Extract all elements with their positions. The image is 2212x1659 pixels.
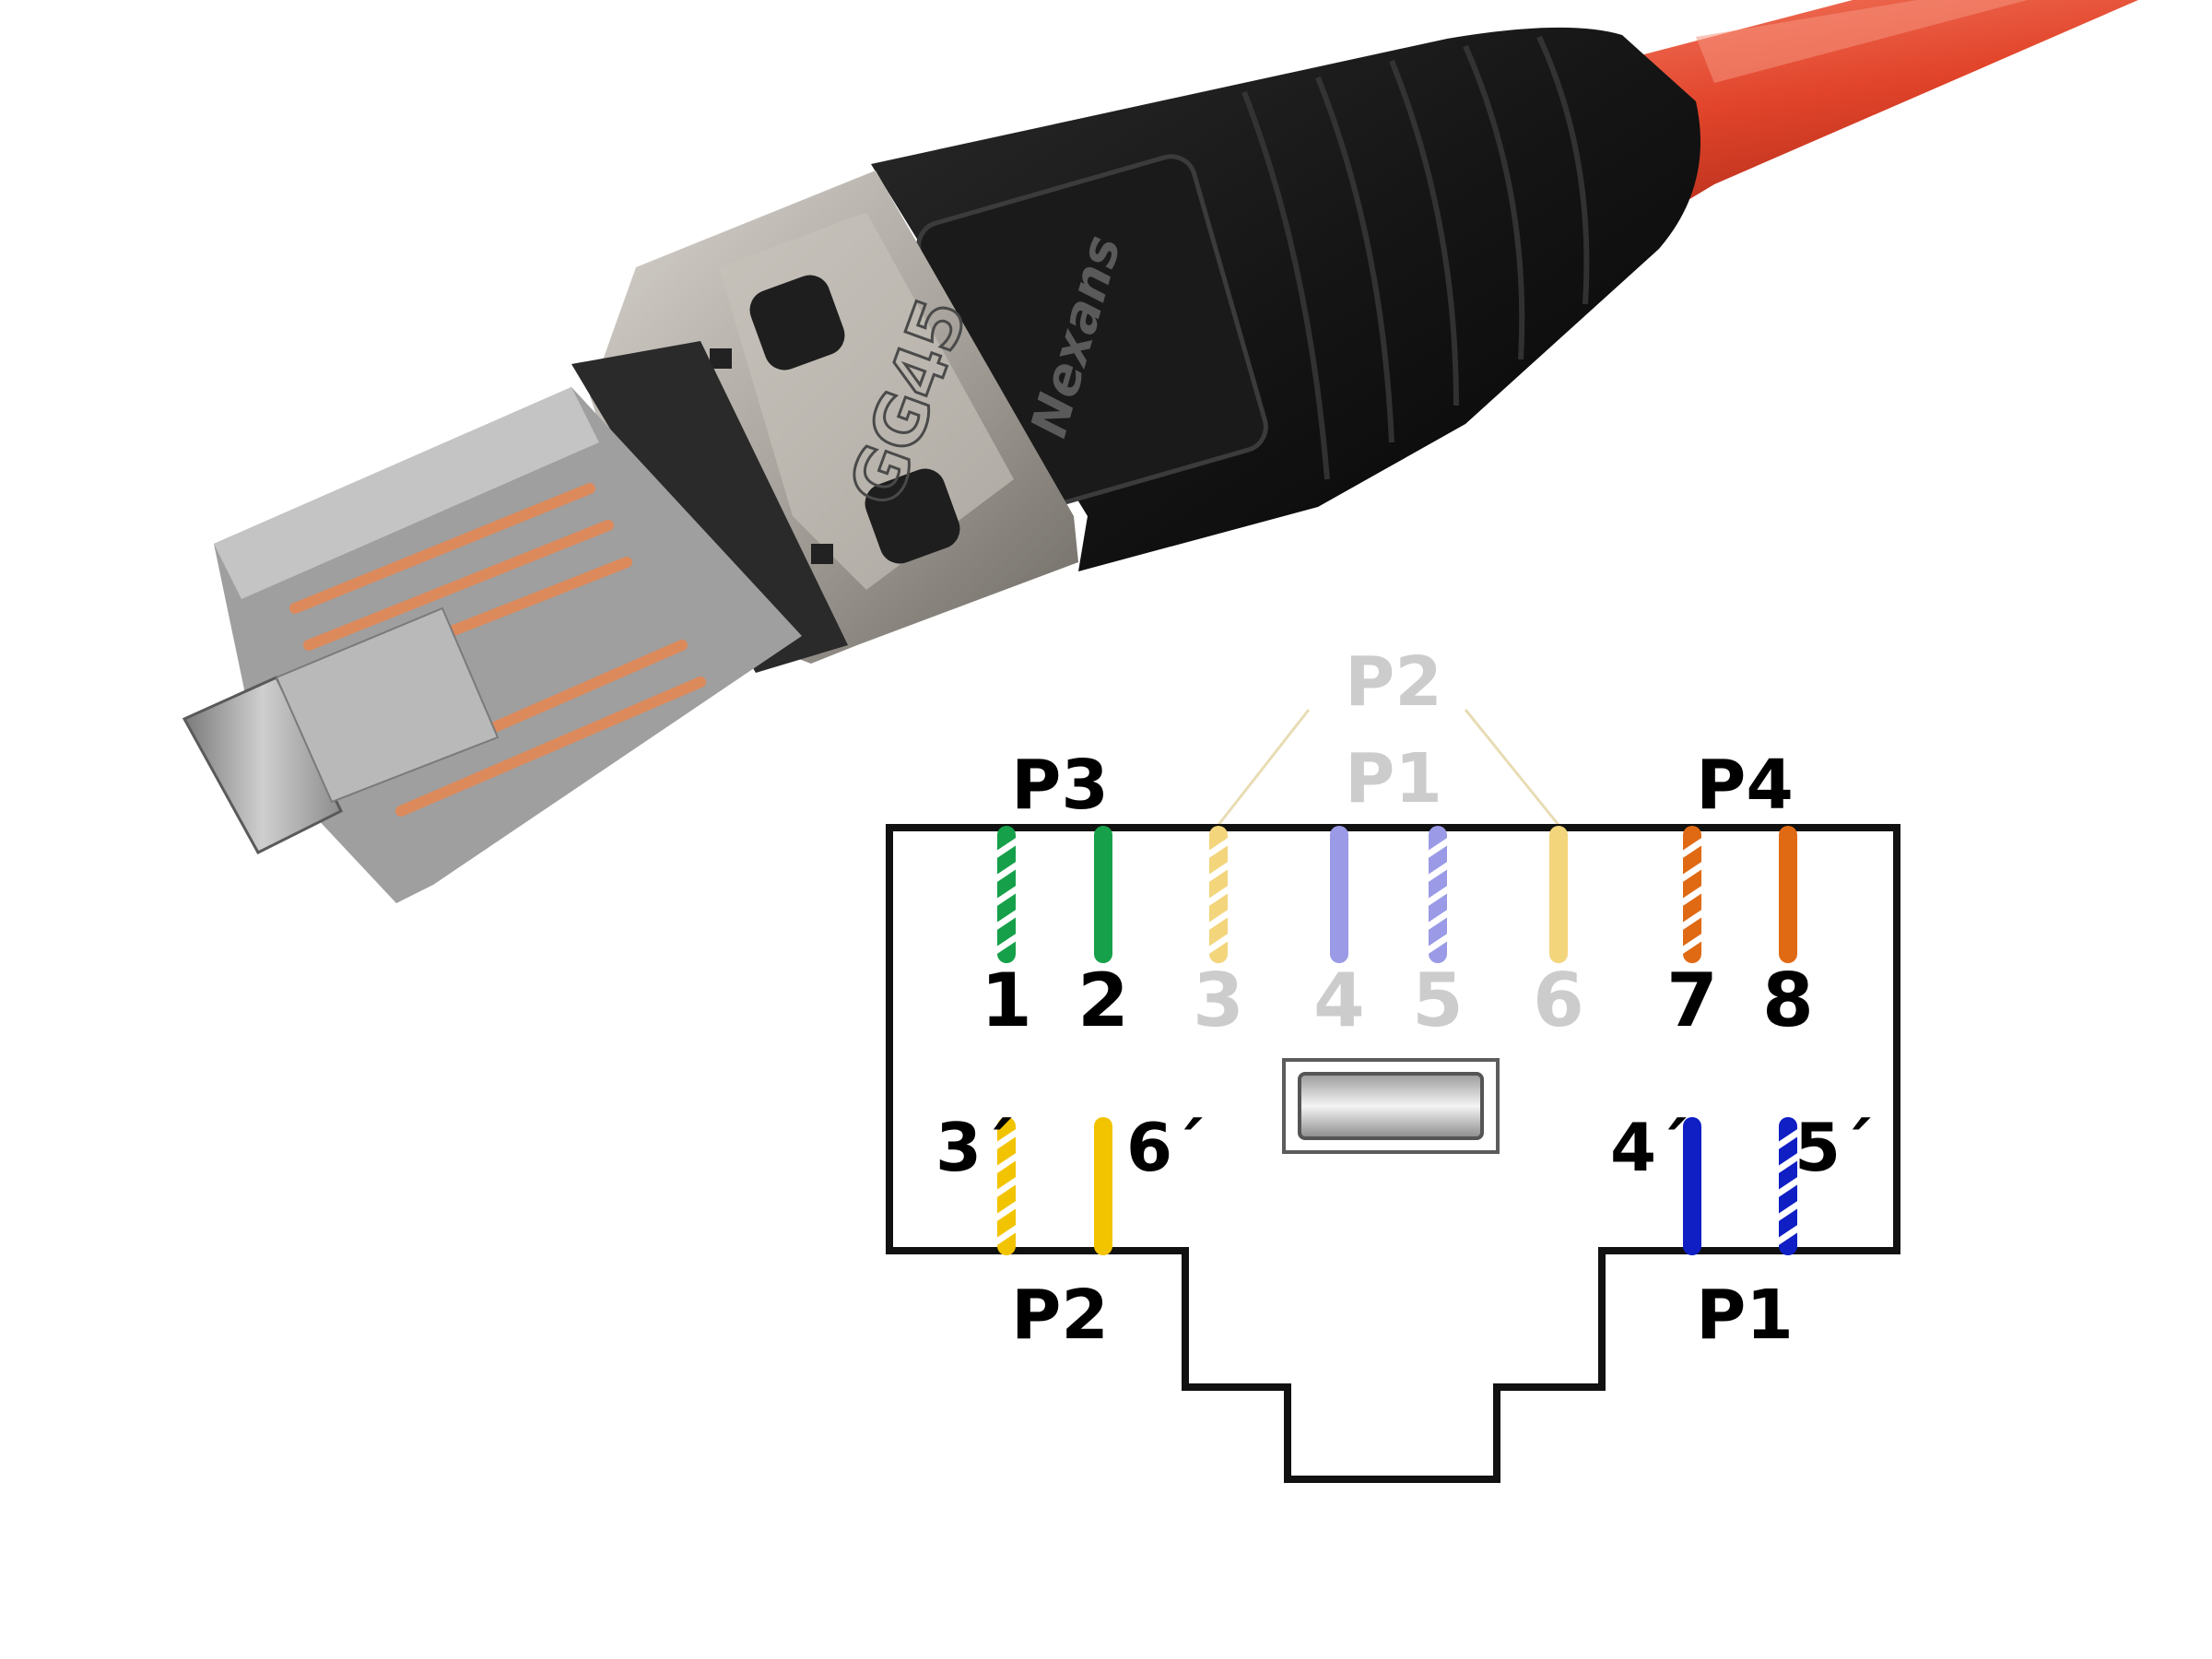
top-pin-label-5: 5	[1412, 958, 1464, 1043]
top-pin-7	[1679, 826, 1705, 963]
top-pin-7-stripe	[1679, 838, 1705, 858]
top-pin-1	[994, 826, 1019, 963]
top-pin-label-1: 1	[981, 958, 1032, 1043]
bottom-pin-1-stripe	[994, 1177, 1019, 1197]
top-pin-label-2: 2	[1077, 958, 1129, 1043]
pair-label-p3: P3	[1011, 746, 1109, 825]
bottom-pin-label-1: 3´	[935, 1109, 1015, 1186]
top-pin-label-4: 4	[1313, 958, 1365, 1043]
shield-notch-lower	[811, 544, 833, 564]
top-pin-7-stripe	[1679, 934, 1705, 954]
top-pin-label-6: 6	[1533, 958, 1584, 1043]
top-pin-3-stripe	[1206, 910, 1231, 930]
key-slot	[1298, 1072, 1484, 1140]
bottom-pin-4	[1775, 1117, 1801, 1255]
bottom-pin-1-stripe	[994, 1225, 1019, 1245]
pair-label-upper-p1: P1	[1345, 739, 1442, 818]
bottom-pin-label-4: 5´	[1794, 1109, 1874, 1186]
bottom-pin-1-stripe	[994, 1153, 1019, 1173]
bottom-pin-label-2: 6´	[1126, 1109, 1206, 1186]
bottom-pin-4-stripe	[1775, 1129, 1801, 1149]
cable-highlight	[1696, 0, 2028, 83]
top-pin-5-stripe	[1425, 886, 1451, 906]
bottom-pin-label-3: 4´	[1610, 1109, 1689, 1186]
top-pin-5-stripe	[1425, 934, 1451, 954]
top-pin-7-stripe	[1679, 862, 1705, 882]
callout-line-1	[1217, 709, 1311, 826]
shield-notch-upper	[710, 348, 732, 369]
top-pin-3-stripe	[1206, 838, 1231, 858]
top-pin-3-stripe	[1206, 886, 1231, 906]
top-pin-1-stripe	[994, 862, 1019, 882]
top-pin-1-stripe	[994, 910, 1019, 930]
plug-insert-top	[214, 387, 599, 599]
top-pin-3	[1206, 826, 1231, 963]
bottom-pin-1	[994, 1117, 1019, 1255]
top-pin-5-stripe	[1425, 862, 1451, 882]
plug-nose	[275, 606, 500, 804]
bottom-pin-1-stripe	[994, 1201, 1019, 1221]
bottom-pin-4-stripe	[1775, 1177, 1801, 1197]
latch-window-upper	[749, 275, 845, 371]
bottom-pin-1-stripe	[994, 1129, 1019, 1149]
top-pin-label-7: 7	[1666, 958, 1718, 1043]
jack-outline	[886, 824, 1900, 1483]
top-pin-3-stripe	[1206, 934, 1231, 954]
top-pin-label-8: 8	[1762, 958, 1814, 1043]
top-pin-3-stripe	[1206, 862, 1231, 882]
top-pin-7-stripe	[1679, 886, 1705, 906]
bottom-pin-4-stripe	[1775, 1201, 1801, 1221]
latch-window-lower	[865, 468, 960, 564]
bottom-pin-4-stripe	[1775, 1225, 1801, 1245]
bottom-pin-4-stripe	[1775, 1153, 1801, 1173]
top-pin-5	[1425, 826, 1451, 963]
top-pin-5-stripe	[1425, 838, 1451, 858]
top-pin-label-3: 3	[1193, 958, 1244, 1043]
callout-line-2	[1464, 709, 1560, 826]
pair-label-lower-p2: P2	[1011, 1276, 1109, 1355]
pair-label-lower-p1: P1	[1696, 1276, 1794, 1355]
top-pin-5-stripe	[1425, 910, 1451, 930]
pair-label-p4: P4	[1696, 746, 1794, 825]
bottom-pin-row: 3´ 6´ 4´ 5´	[935, 1109, 1874, 1255]
top-pin-1-stripe	[994, 886, 1019, 906]
callout-lines	[1217, 709, 1560, 826]
plug-latch-tab	[182, 676, 343, 854]
collar	[571, 341, 848, 673]
gg45-plug-photo: Nexans GG45	[182, 0, 2138, 903]
top-pin-1-stripe	[994, 838, 1019, 858]
boot-ribs	[1241, 35, 1590, 480]
top-pin-1-stripe	[994, 934, 1019, 954]
top-pin-7-stripe	[1679, 910, 1705, 930]
pair-label-upper-p2: P2	[1345, 642, 1442, 722]
